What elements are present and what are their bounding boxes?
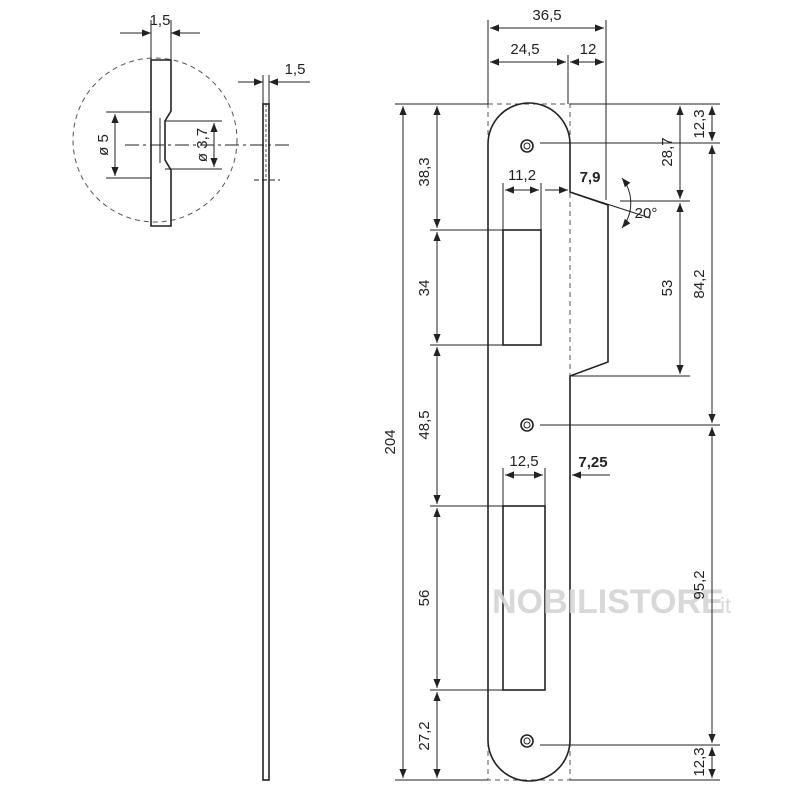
- dim-right-outer-2: 84,2: [691, 269, 708, 298]
- strike-plate-front: [487, 102, 609, 782]
- watermark: NOBILISTORE .it: [492, 583, 731, 621]
- dim-right-inner-2: 53: [659, 280, 676, 297]
- slot-dimensions: 11,2 7,9 20° 12,5 7,25: [502, 167, 658, 506]
- dim-right-inner-1: 28,7: [659, 137, 676, 166]
- right-dimensions: 28,7 53 12,3 84,2 95,2 12,3: [540, 103, 720, 781]
- dim-right-outer-4: 12,3: [691, 747, 708, 776]
- lip-width-label: 12: [580, 41, 597, 58]
- dim-left-1: 38,3: [416, 157, 433, 186]
- plate-width-label: 24,5: [510, 41, 539, 58]
- lower-bolt-slot: [502, 505, 546, 691]
- svg-text:NOBILISTORE: NOBILISTORE: [492, 583, 724, 621]
- dim-left-4: 56: [416, 590, 433, 607]
- upper-slot-offset-label: 7,9: [580, 169, 601, 186]
- outer-diameter-label: ø 5: [95, 134, 112, 156]
- screw-hole-icon: [520, 734, 534, 748]
- screw-hole-icon: [520, 139, 534, 153]
- dim-left-3: 48,5: [416, 410, 433, 439]
- dim-left-5: 27,2: [416, 721, 433, 750]
- side-thickness-label: 1,5: [285, 61, 306, 78]
- lower-slot-offset-label: 7,25: [578, 454, 607, 471]
- svg-text:.it: .it: [714, 593, 731, 618]
- screw-hole-icon: [520, 418, 534, 432]
- overall-height-label: 204: [382, 429, 399, 454]
- detail-thickness-label: 1,5: [150, 12, 171, 29]
- lip-angle-label: 20°: [635, 205, 658, 222]
- top-dimensions: 36,5 24,5 12: [487, 7, 607, 200]
- dim-right-outer-3: 95,2: [691, 570, 708, 599]
- side-view: 1,5: [238, 61, 310, 781]
- total-width-label: 36,5: [532, 7, 561, 24]
- dim-left-2: 34: [416, 280, 433, 297]
- upper-latch-slot: [502, 229, 542, 346]
- left-dimensions: 38,3 34 48,5 56 27,2 204: [382, 103, 503, 781]
- hole-section-detail: 1,5 ø 5 ø 3,7: [72, 12, 290, 227]
- lower-slot-width-label: 12,5: [509, 453, 538, 470]
- dim-right-outer-1: 12,3: [691, 109, 708, 138]
- upper-slot-width-label: 11,2: [508, 167, 536, 184]
